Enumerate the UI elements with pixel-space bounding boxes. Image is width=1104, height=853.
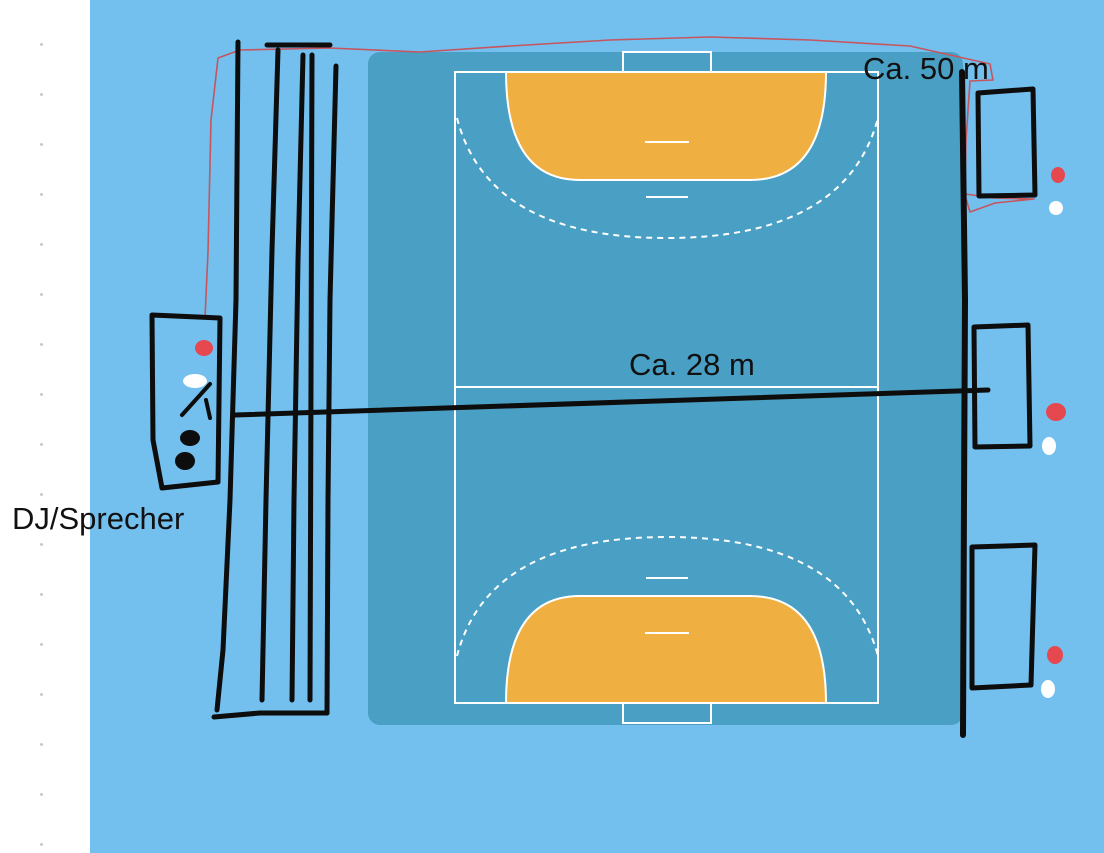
white-seat: [1041, 680, 1055, 698]
white-seat: [1042, 437, 1056, 455]
white-seat: [183, 374, 207, 388]
goal-area-bottom: [504, 595, 828, 704]
red-seat: [1051, 167, 1065, 183]
microphone-stroke: [180, 382, 212, 417]
margin-dot: [40, 593, 43, 596]
bench-box: [971, 322, 1033, 450]
margin-dot: [40, 643, 43, 646]
margin-dot: [40, 543, 43, 546]
red-seat: [1047, 646, 1063, 664]
margin-dot: [40, 243, 43, 246]
dj-label: DJ/Sprecher: [12, 501, 185, 536]
free-throw-line-top: [456, 117, 879, 240]
bench-box: [975, 86, 1038, 199]
red-seat: [195, 340, 213, 356]
margin-dot: [40, 843, 43, 846]
margin-dot: [40, 343, 43, 346]
width-measurement-line: [232, 387, 991, 418]
diagram-canvas: Ca. 50 m Ca. 28 m: [90, 0, 1104, 853]
margin-dot: [40, 493, 43, 496]
goal-area-top: [504, 71, 828, 181]
free-throw-line-bottom: [456, 535, 879, 657]
right-sideline: [959, 69, 969, 738]
dj-booth-outline: [149, 312, 223, 491]
margin-dot: [40, 793, 43, 796]
red-cable: [204, 36, 1035, 319]
margin-dot: [40, 443, 43, 446]
margin-dot: [40, 93, 43, 96]
court-surface: [368, 52, 963, 725]
handball-court: [368, 51, 963, 725]
bench-seats: [1041, 167, 1066, 698]
length-label: Ca. 50 m: [863, 51, 989, 86]
margin-dot: [40, 293, 43, 296]
margin-dot: [40, 143, 43, 146]
margin-dot: [40, 393, 43, 396]
margin-dot: [40, 193, 43, 196]
width-label: Ca. 28 m: [629, 347, 755, 382]
black-seat: [175, 452, 195, 470]
bench-box: [969, 542, 1038, 691]
microphone-stroke: [204, 398, 212, 420]
stands-left: [211, 39, 339, 720]
margin-dot: [40, 693, 43, 696]
margin-dot: [40, 743, 43, 746]
black-seat: [180, 430, 200, 446]
red-seat: [1046, 403, 1066, 421]
handball-hall-sketch: [90, 0, 1104, 853]
benches-right: [969, 86, 1038, 691]
margin-strip: [0, 0, 90, 853]
white-seat: [1049, 201, 1063, 215]
margin-dot: [40, 43, 43, 46]
dj-booth: [149, 312, 223, 491]
